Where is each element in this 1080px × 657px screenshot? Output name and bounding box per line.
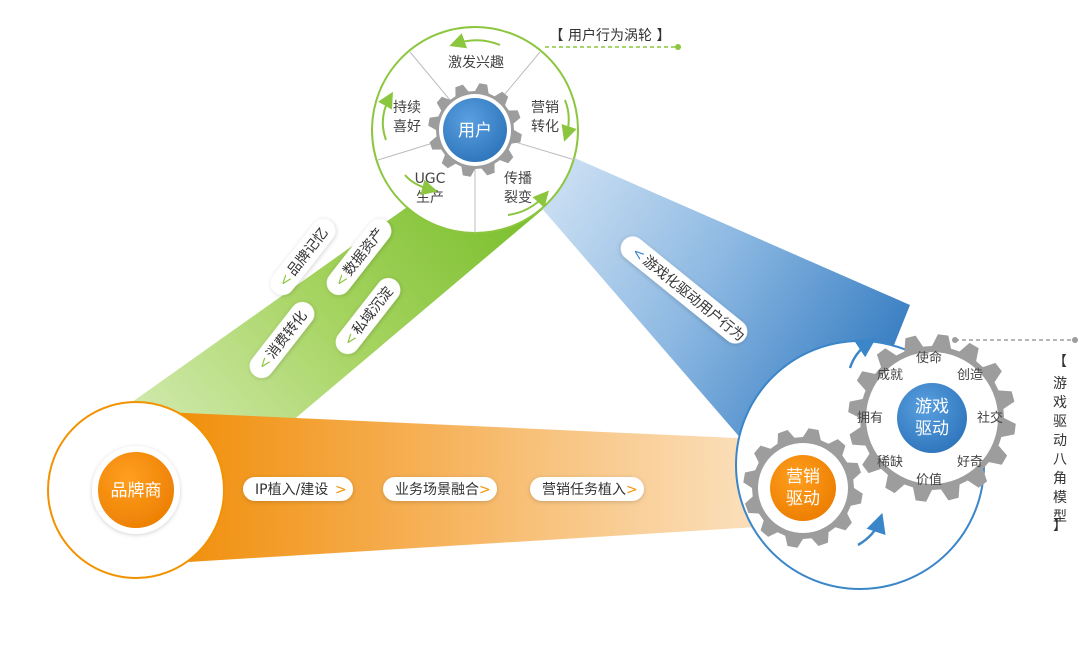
vortex-title-dot — [675, 44, 681, 50]
drive-scarcity: 稀缺 — [877, 455, 903, 470]
cycle-arrow-left — [378, 91, 393, 141]
game-hub — [897, 383, 967, 453]
pill-scene-fusion-label: 业务场景融合 — [395, 482, 479, 498]
marketing-hub-line1: 营销 — [786, 467, 820, 487]
octalysis-title-bracket-bottom: 】 — [1053, 518, 1067, 534]
rotation-arrow-bottom — [857, 512, 886, 547]
game-hub-line2: 驱动 — [915, 419, 949, 439]
chevron-right-icon: > — [626, 482, 638, 498]
marketing-hub-line2: 驱动 — [786, 489, 820, 509]
octalysis-title-dot-right — [1072, 337, 1078, 343]
octalysis-title-bracket-top: 【 — [1053, 354, 1067, 370]
octalysis-title-char: 角 — [1053, 471, 1067, 487]
pill-marketing-task-label: 营销任务植入 — [542, 482, 626, 498]
octalysis-title-char: 戏 — [1053, 395, 1067, 411]
cycle-arrow-bottom-right — [507, 190, 549, 216]
chevron-right-icon: > — [335, 482, 347, 498]
chevron-right-icon: > — [479, 482, 491, 498]
drive-social: 社交 — [977, 410, 1003, 426]
segment-interest: 激发兴趣 — [448, 54, 504, 71]
user-hub — [443, 98, 507, 162]
brand-hub-group: 品牌商 — [47, 401, 225, 579]
pill-marketing-task: 营销任务植入> — [530, 477, 644, 501]
octalysis-title-char: 动 — [1053, 433, 1067, 449]
game-hub-line1: 游戏 — [915, 397, 949, 417]
segment-preference-line1: 持续 — [393, 99, 421, 116]
cycle-arrow-bottom-left — [404, 174, 438, 196]
segment-marketing-line1: 营销 — [531, 100, 559, 116]
drive-ownership: 拥有 — [857, 411, 883, 426]
pill-ip: IP植入/建设 > — [243, 477, 353, 501]
blue-band-pill — [620, 236, 748, 344]
drive-mission: 使命 — [916, 350, 942, 366]
octalysis-title-char: 八 — [1053, 452, 1067, 468]
octalysis-title-dot-left — [952, 337, 958, 343]
segment-spread-line2: 裂变 — [504, 190, 532, 206]
pill-ip-label: IP植入/建设 — [255, 482, 328, 498]
cycle-arrow-right — [561, 99, 577, 142]
drive-creation: 创造 — [957, 368, 983, 383]
segment-marketing-line2: 转化 — [531, 119, 559, 135]
user-hub-label: 用户 — [458, 121, 492, 141]
octalysis-title-char: 模 — [1053, 490, 1067, 506]
drive-curiosity: 好奇 — [957, 454, 983, 470]
octalysis-title-char: 型 — [1053, 509, 1067, 525]
octalysis-title-char: 游 — [1053, 376, 1067, 392]
brand-hub — [92, 446, 180, 534]
segment-preference-line2: 喜好 — [393, 119, 421, 135]
vortex-title: 【 用户行为涡轮 】 — [550, 27, 671, 44]
brand-hub-label: 品牌商 — [111, 481, 162, 501]
marketing-hub — [770, 455, 836, 521]
pill-scene-fusion: 业务场景融合> — [383, 477, 497, 501]
octalysis-title-char: 驱 — [1053, 414, 1067, 430]
segment-ugc-line2: 生产 — [416, 190, 444, 206]
drive-achievement: 成就 — [877, 368, 903, 383]
segment-spread-line1: 传播 — [504, 171, 532, 187]
cycle-arrow-top — [449, 33, 501, 49]
drive-value: 价值 — [916, 472, 942, 488]
rotation-arrow-top — [848, 337, 877, 369]
